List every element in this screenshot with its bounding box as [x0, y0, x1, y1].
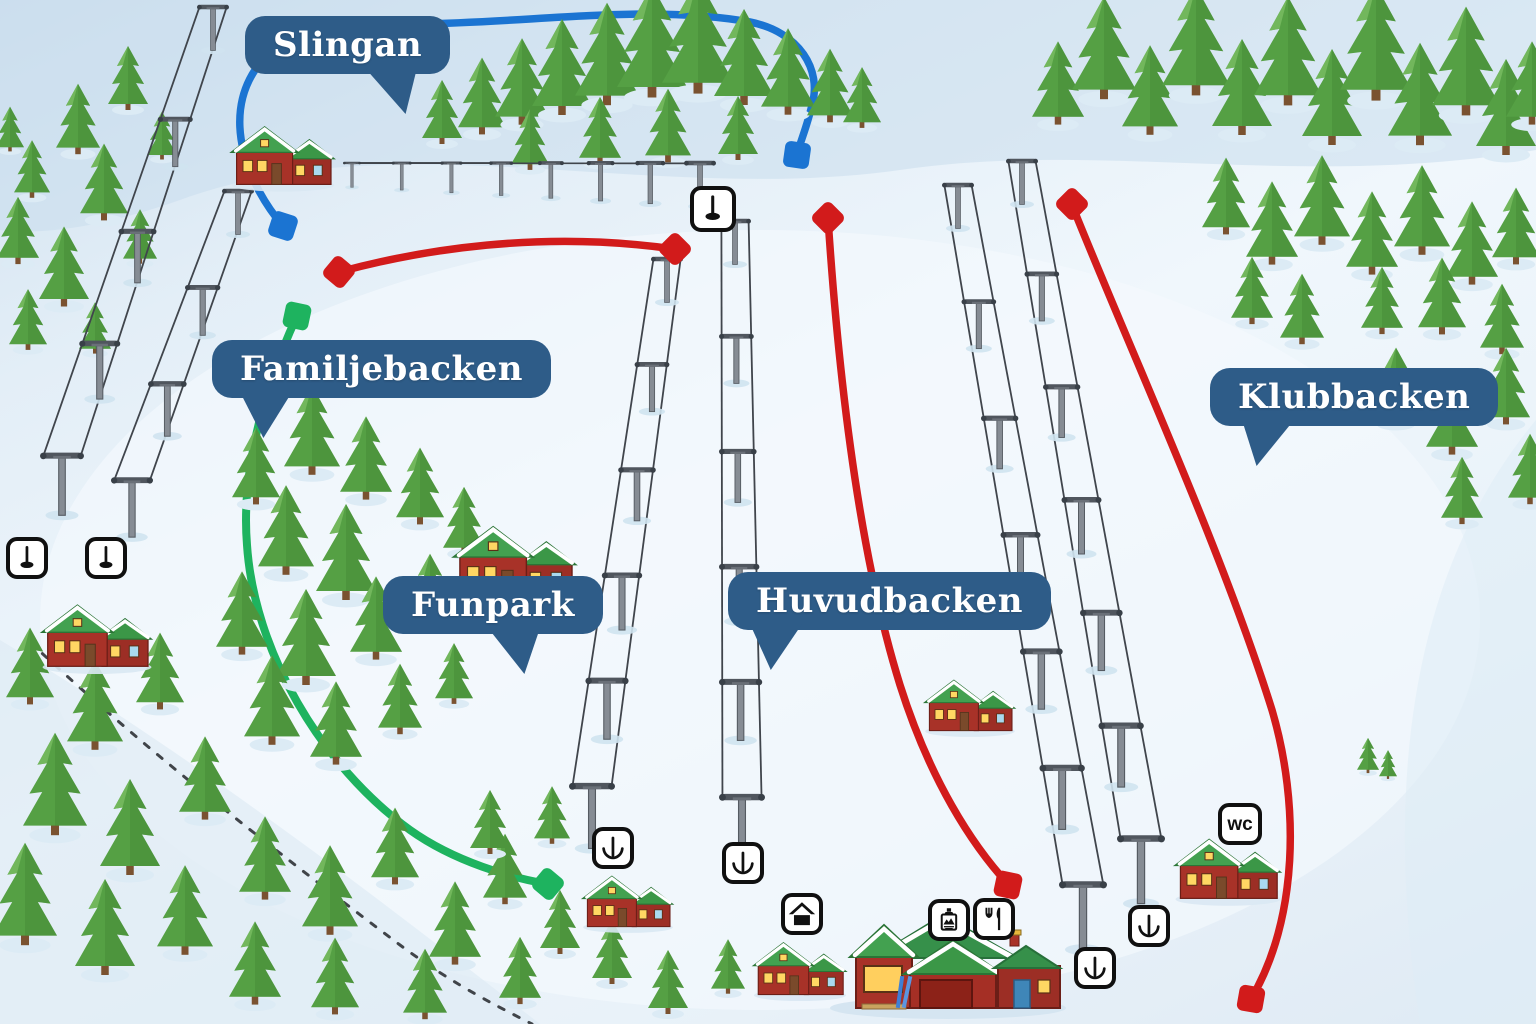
lift-tower — [941, 182, 975, 233]
lift-tower — [78, 340, 121, 405]
main-base-lodge — [830, 913, 1066, 1019]
platter-lift-icon — [690, 186, 736, 232]
trail-label-huvudbacken: Huvudbacken — [728, 572, 1052, 670]
walking-path-dashed — [28, 640, 534, 1024]
trail-label-text: Huvudbacken — [756, 581, 1024, 621]
lift-tower — [391, 161, 412, 193]
lift-tower — [440, 161, 463, 196]
trail-endpoint-marker — [993, 870, 1023, 900]
ski-lift — [1005, 158, 1166, 910]
area-label-text: Funpark — [411, 585, 575, 625]
green-markers — [282, 301, 564, 900]
ski-lift — [342, 160, 717, 211]
t-bar-lift-icon — [592, 827, 634, 869]
trail-label-slingan: Slingan — [245, 16, 451, 114]
pine-tree — [39, 226, 89, 313]
trail-endpoint-marker — [812, 202, 844, 234]
trail-endpoint-marker — [268, 211, 298, 241]
trail-klubbacken-red — [1068, 201, 1294, 1003]
trail-endpoint-marker — [659, 233, 691, 265]
trail-connector-red — [335, 237, 678, 276]
t-bar-lift-icon — [722, 842, 764, 884]
pine-tree — [1294, 155, 1350, 252]
ski-pass-icon — [928, 899, 970, 941]
wc-icon: wc — [1218, 803, 1262, 845]
pine-tree — [1246, 181, 1298, 272]
pine-tree — [79, 302, 111, 358]
pine-tree — [1446, 201, 1498, 292]
platter-lift-icon — [85, 537, 127, 579]
pine-tree — [1202, 157, 1250, 241]
trail-label-text: Slingan — [273, 25, 423, 65]
platter-lift-icon — [6, 537, 48, 579]
trail-label-familjebacken: Familjebacken — [212, 340, 551, 438]
trail-label-text: Familjebacken — [240, 349, 523, 389]
ski-lift — [718, 218, 766, 866]
t-bar-lift-icon — [1128, 905, 1170, 947]
trail-label-text: Klubbacken — [1238, 377, 1471, 417]
ski-lift-layer — [39, 4, 1166, 956]
wc-icon-label: wc — [1227, 813, 1253, 835]
trail-label-klubbacken: Klubbacken — [1210, 368, 1499, 466]
trail-endpoint-marker — [323, 256, 355, 288]
trail-huvudbacken-red — [824, 214, 1012, 888]
trail-endpoint-marker — [1056, 188, 1088, 220]
ski-lift — [568, 256, 684, 855]
trail-endpoint-marker — [783, 141, 811, 169]
ski-lift — [941, 182, 1108, 956]
t-bar-lift-icon — [1074, 947, 1116, 989]
pine-tree — [1280, 273, 1324, 350]
trail-endpoint-marker — [1236, 984, 1266, 1014]
red-markers — [323, 188, 1266, 1014]
pine-tree — [1492, 187, 1536, 271]
pine-tree — [1346, 191, 1398, 282]
ski-lift — [110, 188, 255, 543]
pine-tree — [1394, 165, 1450, 262]
blue-markers — [268, 141, 811, 241]
ski-lift — [39, 4, 230, 521]
home-icon — [781, 893, 823, 935]
trail-endpoint-marker — [532, 868, 564, 900]
area-label-funpark: Funpark — [383, 576, 603, 674]
pine-tree — [1480, 283, 1524, 360]
restaurant-icon — [973, 898, 1015, 940]
trail-endpoint-marker — [282, 301, 312, 331]
lift-tower — [1005, 158, 1039, 209]
